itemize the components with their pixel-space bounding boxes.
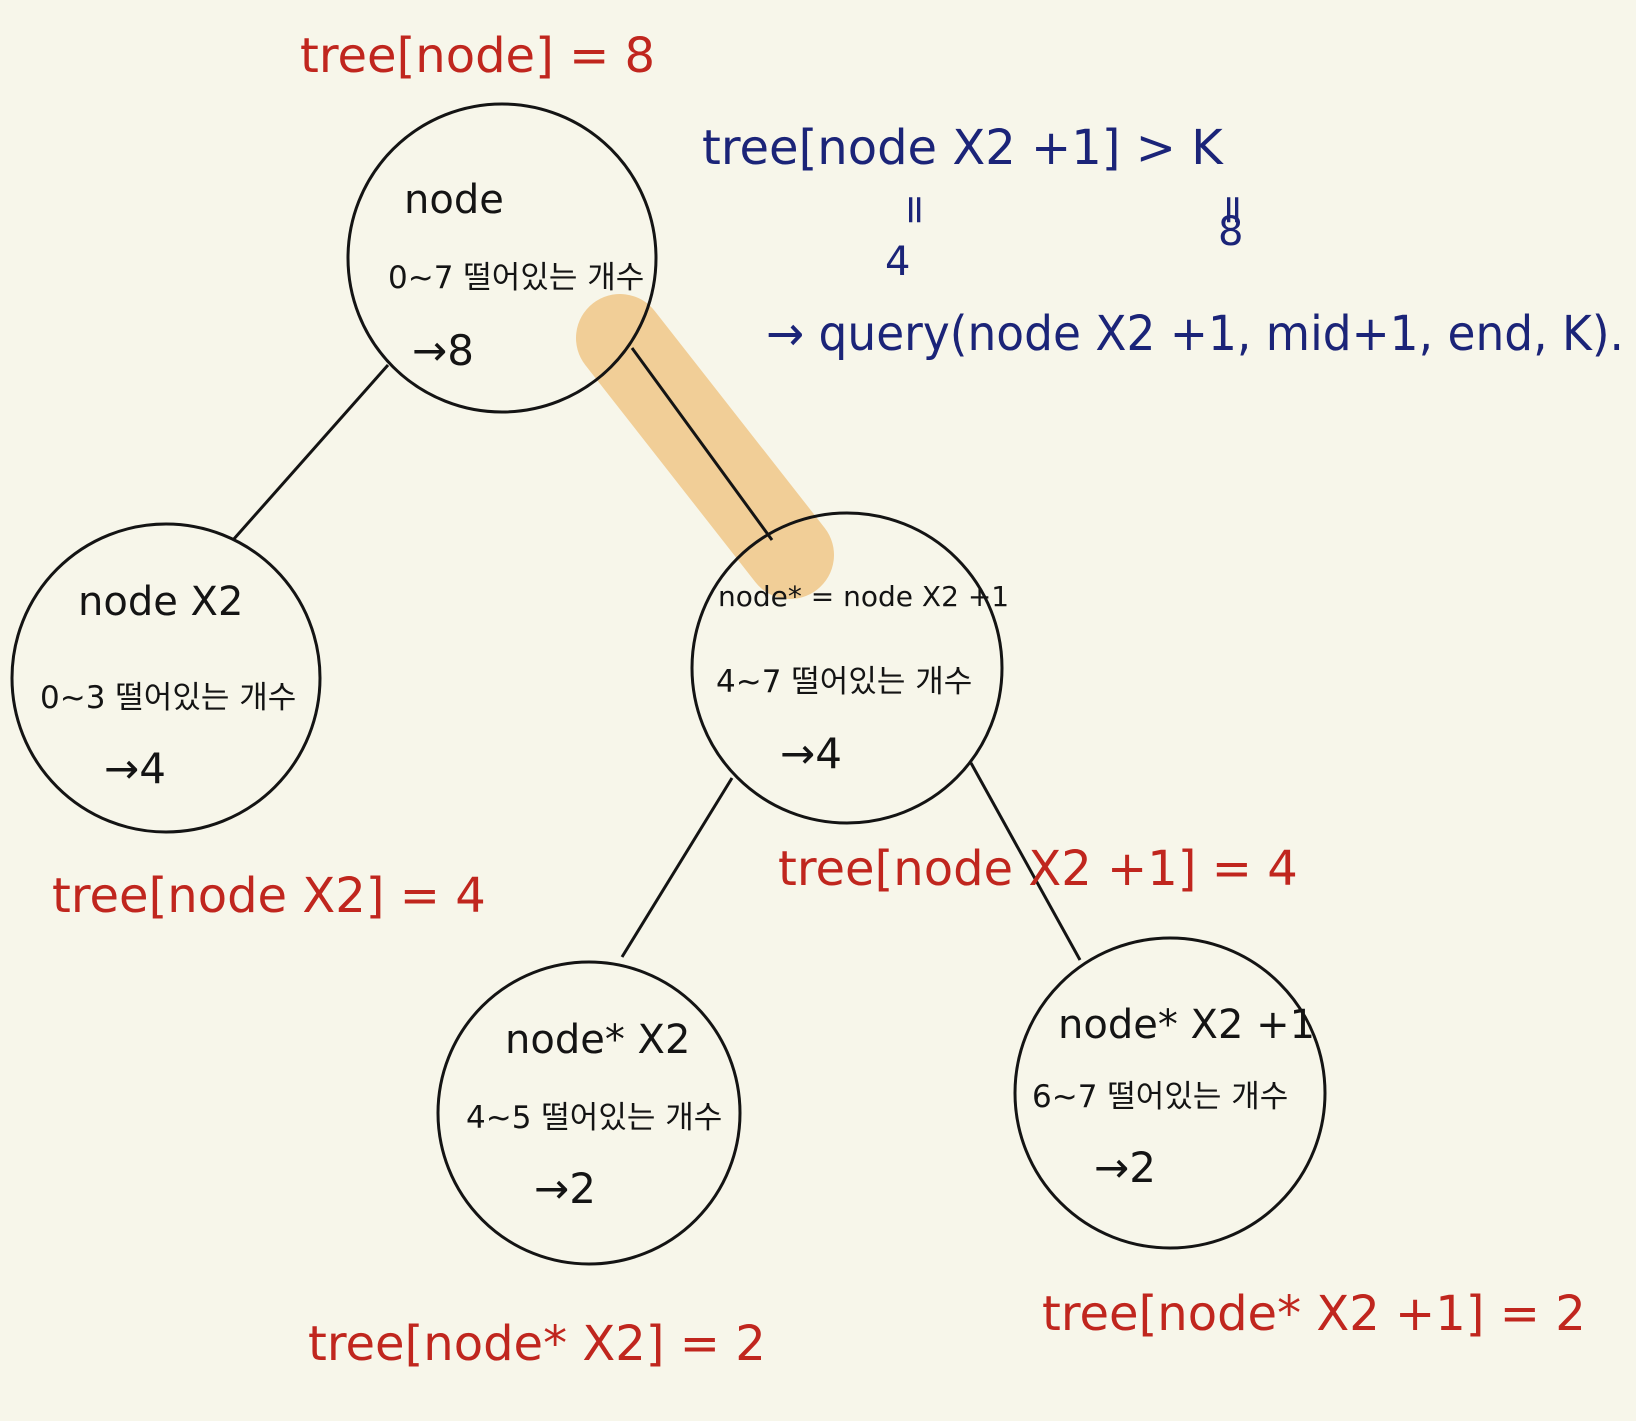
tree-label-left: tree[node X2] = 4: [52, 868, 486, 924]
node-circle: [690, 511, 1004, 825]
tree-label-right: tree[node X2 +1] = 4: [778, 841, 1298, 897]
node-range: 6~7 떨어있는 개수: [1032, 1079, 1288, 1115]
node-name: node* X2 +1: [1058, 1002, 1315, 1048]
node-count: →8: [412, 326, 474, 375]
condition-left-equals: =: [892, 193, 938, 227]
tree-node-right-left: node* X2 4~5 떨어있는 개수 →2: [436, 960, 742, 1266]
node-circle: [10, 522, 322, 834]
node-count: →4: [780, 729, 842, 778]
node-range: 0~7 떨어있는 개수: [388, 260, 644, 296]
node-range: 4~5 떨어있는 개수: [466, 1100, 722, 1136]
condition-left-value: 4: [885, 239, 910, 285]
node-range: 0~3 떨어있는 개수: [40, 680, 296, 716]
tree-node-root: node 0~7 떨어있는 개수 →8: [346, 102, 658, 414]
tree-label-right-left: tree[node* X2] = 2: [308, 1316, 766, 1372]
tree-label-right-right: tree[node* X2 +1] = 2: [1042, 1286, 1586, 1342]
edge-right-rightright: [969, 762, 1082, 961]
tree-node-right-right: node* X2 +1 6~7 떨어있는 개수 →2: [1013, 936, 1327, 1250]
tree-node-right: node* = node X2 +1 4~7 떨어있는 개수 →4: [690, 511, 1009, 825]
tree-node-left: node X2 0~3 떨어있는 개수 →4: [10, 522, 322, 834]
edge-root-left: [231, 364, 390, 541]
node-name: node X2: [78, 579, 243, 625]
node-count: →2: [534, 1164, 596, 1213]
query-condition: tree[node X2 +1] > K: [702, 120, 1224, 176]
query-note: tree[node X2 +1] > K = 4 = 8 → query(nod…: [702, 120, 1624, 362]
condition-right-value: 8: [1218, 209, 1243, 255]
node-circle: [1013, 936, 1327, 1250]
node-name: node* = node X2 +1: [718, 580, 1009, 613]
condition-right-equals: =: [1210, 193, 1256, 227]
node-circle: [436, 960, 742, 1266]
node-count: →4: [104, 744, 166, 793]
node-circle: [346, 102, 658, 414]
node-count: →2: [1094, 1143, 1156, 1192]
tree-label-root: tree[node] = 8: [300, 28, 655, 84]
node-range: 4~7 떨어있는 개수: [716, 664, 972, 700]
edge-root-right: [630, 347, 774, 541]
node-name: node: [404, 177, 504, 223]
node-name: node* X2: [505, 1017, 690, 1063]
edge-right-rightleft: [620, 777, 734, 958]
query-call: → query(node X2 +1, mid+1, end, K).: [766, 306, 1624, 362]
